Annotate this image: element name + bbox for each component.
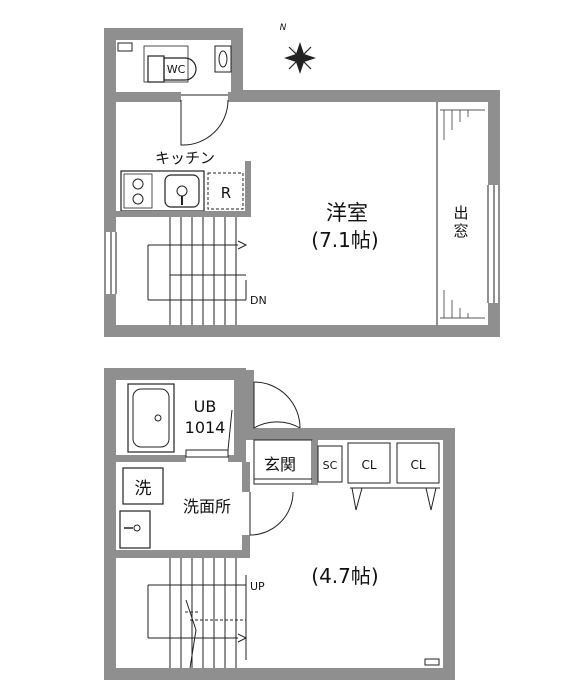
right-window <box>486 185 501 303</box>
closet-2-label: CL <box>410 458 425 472</box>
shoe-closet-wall <box>312 440 318 485</box>
washroom-wall-right <box>242 462 250 492</box>
toilet-icon <box>143 45 197 83</box>
wc-shelf <box>117 42 133 52</box>
washroom-label: 洗面所 <box>183 497 231 516</box>
washer-label: 洗 <box>135 479 152 499</box>
shoe-closet <box>317 445 343 483</box>
western-room-label: 洋室 <box>326 201 368 225</box>
compass-icon <box>284 42 316 74</box>
bathtub-icon <box>127 383 175 453</box>
lower-floor: UB 1014 洗 洗面所 玄関 SC CL CL <box>104 368 455 680</box>
washroom-door <box>249 491 294 536</box>
vent <box>424 658 440 666</box>
stairs-down <box>147 217 248 325</box>
kitchen-counter <box>120 170 205 212</box>
wc-wall <box>116 92 181 102</box>
closet-1 <box>347 442 391 484</box>
closet-doors <box>350 487 440 511</box>
wc-label: WC <box>167 63 186 76</box>
lower-room-size: (4.7帖) <box>311 564 378 588</box>
kitchen-stair-wall <box>116 211 251 217</box>
entrance-label: 玄関 <box>264 455 296 474</box>
stairs-up-label: UP <box>250 580 265 593</box>
wc-sink-icon <box>214 45 232 73</box>
washer-space <box>122 467 164 505</box>
closet-1-label: CL <box>361 458 376 472</box>
fridge-space <box>207 172 244 210</box>
western-room-size: (7.1帖) <box>311 228 378 252</box>
kitchen-partition <box>245 161 251 215</box>
bath-wall-right <box>234 380 246 460</box>
shoe-closet-label: SC <box>323 459 338 472</box>
bay-window-label-2: 窓 <box>453 222 468 240</box>
bath-wall-bottom <box>116 455 186 462</box>
stairs-up <box>147 558 248 669</box>
stairs-down-label: DN <box>250 294 267 307</box>
closet-2 <box>396 442 440 484</box>
wc-door-swing <box>180 99 229 146</box>
wash-basin-icon <box>119 510 151 549</box>
bath-label-1: UB <box>194 397 217 416</box>
fridge-label: R <box>221 184 231 202</box>
kitchen-label: キッチン <box>155 149 215 167</box>
upper-left-window <box>103 232 118 294</box>
bay-window <box>436 102 485 325</box>
bath-door <box>185 409 233 458</box>
wc-wall-stub <box>228 92 233 102</box>
entrance-door <box>253 382 301 429</box>
bay-window-label-1: 出 <box>453 204 468 222</box>
upper-floor: WC N キッチン R <box>103 23 501 337</box>
compass-north-label: N <box>280 23 287 33</box>
washroom-wall-bottom <box>116 550 250 558</box>
bath-label-2: 1014 <box>185 418 226 437</box>
lower-outer-wall <box>104 368 455 680</box>
